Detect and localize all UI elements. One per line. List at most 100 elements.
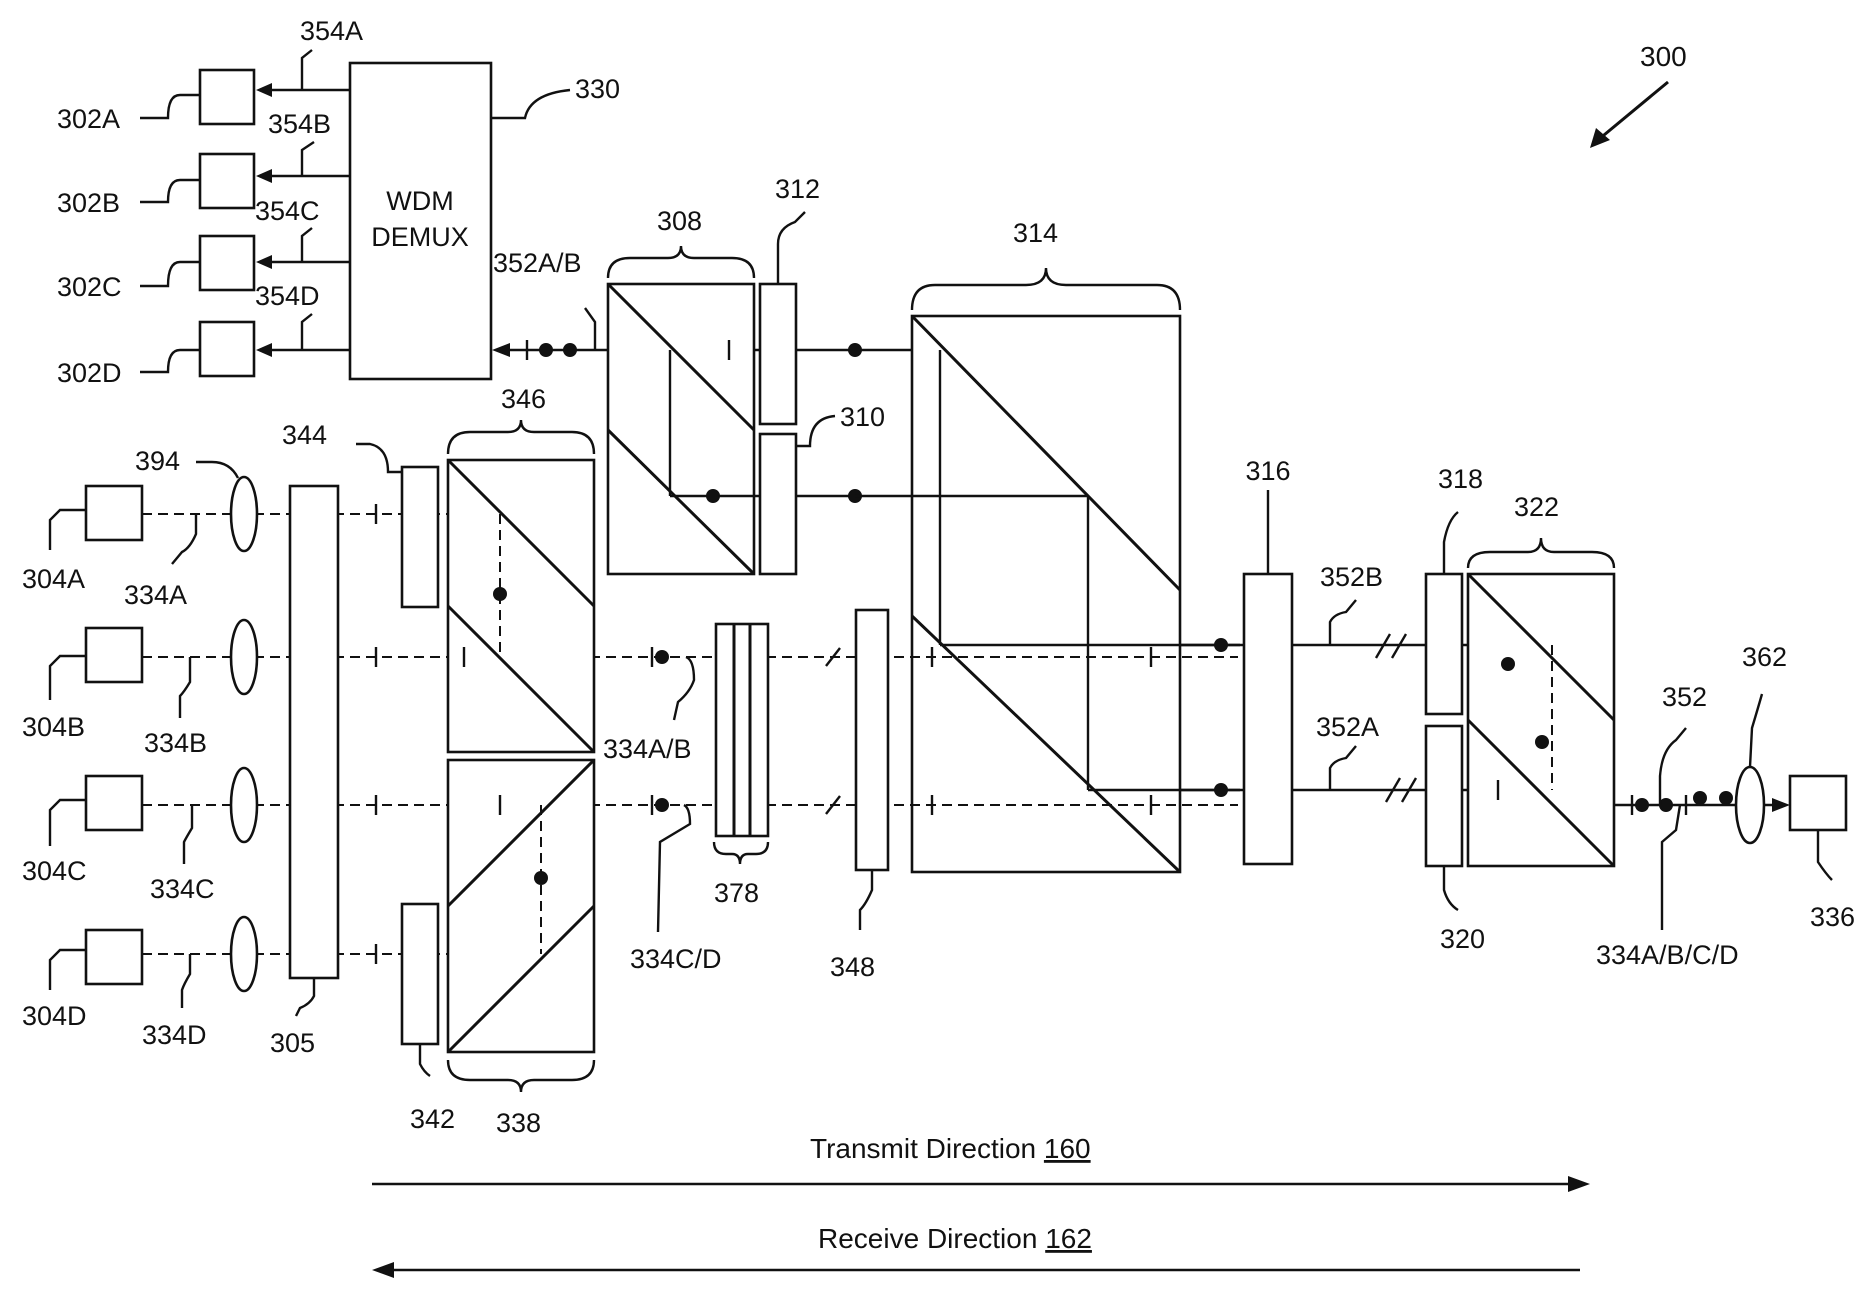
plate-318 <box>1426 574 1462 714</box>
brace-308 <box>608 246 754 278</box>
brace-378 <box>714 842 768 864</box>
label-304D: 304D <box>22 1001 87 1031</box>
leader-334C <box>184 805 192 864</box>
label-304A: 304A <box>22 564 85 594</box>
label-352AB: 352A/B <box>493 248 582 278</box>
brace-314 <box>912 268 1180 310</box>
label-304B: 304B <box>22 712 85 742</box>
prism-338 <box>448 760 594 1052</box>
leader-310 <box>796 416 835 446</box>
transmitter-304A <box>50 486 142 550</box>
label-354D: 354D <box>255 281 320 311</box>
leader-320 <box>1444 866 1458 910</box>
leader-318 <box>1444 512 1458 574</box>
label-320: 320 <box>1440 924 1485 954</box>
label-354B: 354B <box>268 109 331 139</box>
leader-334CD <box>658 805 690 932</box>
transmit-arrow-head <box>1568 1176 1590 1192</box>
leader-352A <box>1330 746 1356 790</box>
wdm-demux-box <box>350 63 491 379</box>
output-arrow <box>1772 798 1790 812</box>
leader-354D <box>302 314 312 350</box>
plate-344 <box>402 467 438 607</box>
transmitter-304B <box>50 628 142 700</box>
label-334D: 334D <box>142 1020 207 1050</box>
receive-direction-label: Receive Direction 162 <box>818 1223 1092 1254</box>
label-378: 378 <box>714 878 759 908</box>
figure-pointer <box>1598 82 1668 140</box>
plate-348 <box>856 610 888 870</box>
label-394: 394 <box>135 446 180 476</box>
label-308: 308 <box>657 206 702 236</box>
leader-352B <box>1330 600 1356 645</box>
plate-310 <box>760 434 796 574</box>
brace-338 <box>448 1060 594 1092</box>
label-338: 338 <box>496 1108 541 1138</box>
label-352: 352 <box>1662 682 1707 712</box>
lens-362 <box>1736 767 1764 843</box>
lens-D <box>231 917 257 991</box>
leader-342 <box>420 1044 430 1076</box>
prism-308 <box>608 284 862 574</box>
leader-394 <box>196 462 238 478</box>
label-302C: 302C <box>57 272 122 302</box>
lens-B <box>231 620 257 694</box>
label-348: 348 <box>830 952 875 982</box>
leader-354A <box>302 50 312 90</box>
wdm-label-2: DEMUX <box>371 222 469 252</box>
label-336: 336 <box>1810 902 1855 932</box>
fiber-336 <box>1790 776 1846 830</box>
label-334C: 334C <box>150 874 215 904</box>
brace-322 <box>1468 538 1614 568</box>
label-314: 314 <box>1013 218 1058 248</box>
receive-arrow-head <box>372 1262 394 1278</box>
label-334A: 334A <box>124 580 187 610</box>
transmit-direction-label: Transmit Direction 160 <box>810 1133 1091 1164</box>
label-334AB: 334A/B <box>603 734 692 764</box>
leader-334A <box>172 514 196 564</box>
leader-312 <box>778 212 805 284</box>
plate-316 <box>1244 574 1292 864</box>
wdm-label-1: WDM <box>386 186 453 216</box>
element-378 <box>716 624 768 836</box>
leader-352 <box>1660 728 1686 805</box>
brace-346 <box>448 420 594 454</box>
receive-direction-number: 162 <box>1045 1223 1092 1254</box>
receive-beam-arrow <box>492 343 510 357</box>
leader-354B <box>302 142 314 176</box>
leader-334AB <box>674 657 694 720</box>
leader-334B <box>180 657 190 718</box>
label-312: 312 <box>775 174 820 204</box>
receiver-302D <box>140 322 350 376</box>
label-322: 322 <box>1514 492 1559 522</box>
label-334B: 334B <box>144 728 207 758</box>
label-302A: 302A <box>57 104 120 134</box>
leader-305 <box>296 978 314 1016</box>
transmitter-304D <box>50 930 142 990</box>
label-352B: 352B <box>1320 562 1383 592</box>
wdm-ref: 330 <box>575 74 620 104</box>
leader-334ABCD <box>1662 805 1680 930</box>
label-318: 318 <box>1438 464 1483 494</box>
label-304C: 304C <box>22 856 87 886</box>
transmit-direction-number: 160 <box>1044 1133 1091 1164</box>
leader-362 <box>1750 694 1762 767</box>
label-362: 362 <box>1742 642 1787 672</box>
plate-342 <box>402 904 438 1044</box>
label-316: 316 <box>1245 456 1290 486</box>
label-342: 342 <box>410 1104 455 1134</box>
leader-336 <box>1818 830 1832 880</box>
plate-312 <box>760 284 796 424</box>
label-352A: 352A <box>1316 712 1379 742</box>
plate-320 <box>1426 726 1462 866</box>
wdm-leader <box>491 90 570 118</box>
prism-322 <box>1468 574 1614 866</box>
label-302D: 302D <box>57 358 122 388</box>
figure-number: 300 <box>1640 41 1687 72</box>
label-354A: 354A <box>300 16 363 46</box>
label-334CD: 334C/D <box>630 944 722 974</box>
label-346: 346 <box>501 384 546 414</box>
transmit-direction-text: Transmit Direction <box>810 1133 1044 1164</box>
leader-334D <box>182 954 190 1008</box>
